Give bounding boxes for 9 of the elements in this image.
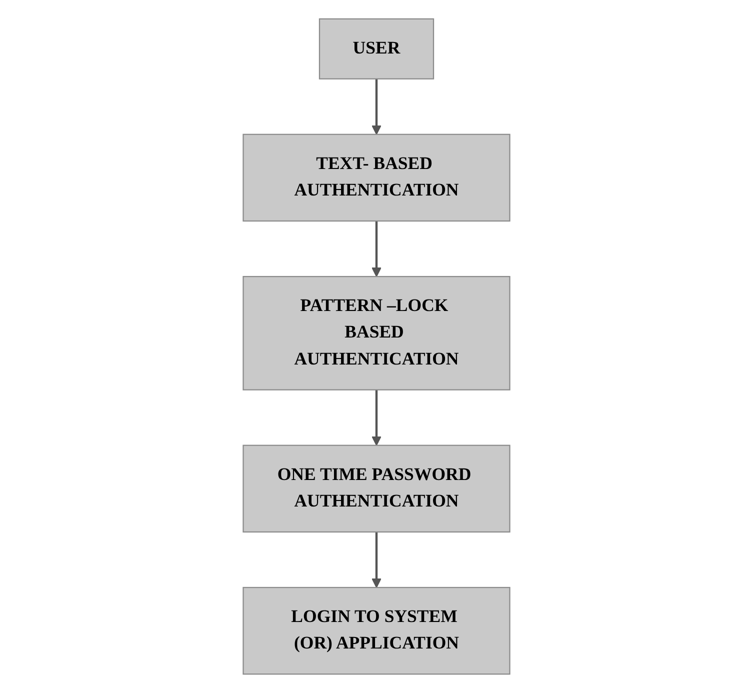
- node-box: PATTERN –LOCK BASED AUTHENTICATION: [242, 276, 510, 390]
- arrow: [372, 78, 382, 135]
- node-box: ONE TIME PASSWORD AUTHENTICATION: [242, 444, 510, 533]
- arrow: [372, 532, 382, 588]
- node-box: TEXT- BASED AUTHENTICATION: [242, 134, 510, 222]
- node-box: USER: [318, 18, 434, 80]
- node-box: LOGIN TO SYSTEM (OR) APPLICATION: [242, 586, 510, 675]
- arrow: [372, 390, 382, 446]
- arrow: [372, 221, 382, 277]
